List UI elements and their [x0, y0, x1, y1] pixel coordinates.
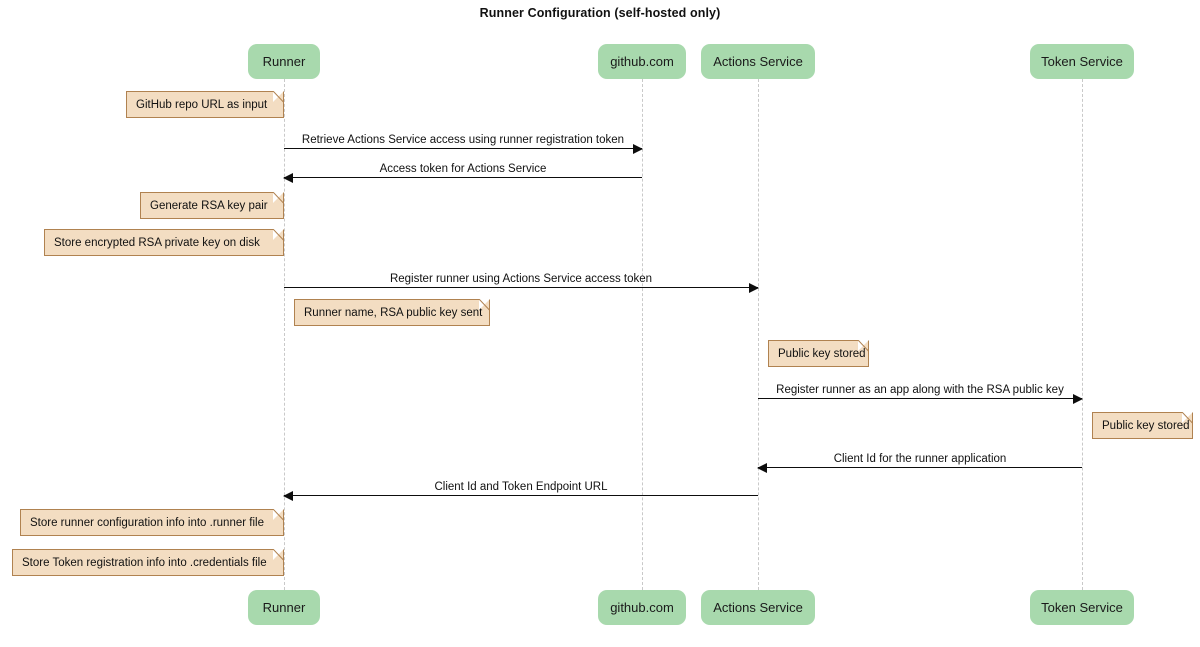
participant-actions-top[interactable]: Actions Service — [701, 44, 815, 79]
participant-label: Runner — [262, 600, 306, 615]
msg-client-id-token-endpoint: Client Id and Token Endpoint URL — [283, 481, 758, 501]
lifeline-runner — [284, 79, 285, 590]
note-text: Generate RSA key pair — [150, 199, 268, 212]
message-label: Register runner using Actions Service ac… — [389, 273, 653, 285]
note-text: Public key stored — [1102, 419, 1190, 432]
message-label: Access token for Actions Service — [379, 163, 547, 175]
arrowhead-left-icon — [283, 172, 293, 183]
note-text: Runner name, RSA public key sent — [304, 306, 483, 319]
note-fold-corner-icon — [273, 549, 284, 560]
message-label: Client Id and Token Endpoint URL — [434, 481, 608, 493]
note-fold-corner-icon — [273, 91, 284, 102]
message-line — [284, 287, 758, 288]
note-fold-corner-icon — [273, 229, 284, 240]
participant-label: Actions Service — [713, 54, 803, 69]
participant-label: github.com — [610, 54, 674, 69]
lifeline-actions — [758, 79, 759, 590]
note-store-runner-config: Store runner configuration info into .ru… — [20, 509, 284, 536]
message-line — [284, 495, 758, 496]
note-fold-corner-icon — [273, 509, 284, 520]
arrowhead-left-icon — [757, 462, 767, 473]
arrowhead-right-icon — [1073, 393, 1083, 404]
participant-runner-bottom[interactable]: Runner — [248, 590, 320, 625]
participant-github-bottom[interactable]: github.com — [598, 590, 686, 625]
note-public-key-stored-2: Public key stored — [1092, 412, 1193, 439]
message-line — [284, 148, 642, 149]
msg-retrieve-actions-access: Retrieve Actions Service access using ru… — [284, 134, 643, 154]
note-text: GitHub repo URL as input — [136, 98, 268, 111]
participant-label: Token Service — [1041, 600, 1123, 615]
participant-label: Runner — [262, 54, 306, 69]
note-text: Public key stored — [778, 347, 866, 360]
note-text: Store Token registration info into .cred… — [22, 556, 267, 569]
participant-label: Actions Service — [713, 600, 803, 615]
note-store-private-key: Store encrypted RSA private key on disk — [44, 229, 284, 256]
note-fold-corner-icon — [273, 192, 284, 203]
lifeline-github — [642, 79, 643, 590]
message-label: Client Id for the runner application — [833, 453, 1007, 465]
note-public-key-stored-1: Public key stored — [768, 340, 869, 367]
participant-token-bottom[interactable]: Token Service — [1030, 590, 1134, 625]
arrowhead-left-icon — [283, 490, 293, 501]
participant-token-top[interactable]: Token Service — [1030, 44, 1134, 79]
msg-register-app-pubkey: Register runner as an app along with the… — [758, 384, 1083, 404]
arrowhead-right-icon — [749, 282, 759, 293]
participant-label: Token Service — [1041, 54, 1123, 69]
note-generate-rsa: Generate RSA key pair — [140, 192, 284, 219]
note-runner-name-pubkey: Runner name, RSA public key sent — [294, 299, 490, 326]
note-fold-corner-icon — [858, 340, 869, 351]
msg-register-runner: Register runner using Actions Service ac… — [284, 273, 759, 293]
msg-access-token: Access token for Actions Service — [283, 163, 642, 183]
participant-runner-top[interactable]: Runner — [248, 44, 320, 79]
message-label: Register runner as an app along with the… — [776, 384, 1064, 396]
note-store-token-reg: Store Token registration info into .cred… — [12, 549, 284, 576]
participant-actions-bottom[interactable]: Actions Service — [701, 590, 815, 625]
msg-client-id-runner-app: Client Id for the runner application — [757, 453, 1082, 473]
message-line — [758, 398, 1082, 399]
participant-label: github.com — [610, 600, 674, 615]
page-title: Runner Configuration (self-hosted only) — [479, 6, 721, 20]
arrowhead-right-icon — [633, 143, 643, 154]
note-github-repo-url: GitHub repo URL as input — [126, 91, 284, 118]
note-text: Store encrypted RSA private key on disk — [54, 236, 260, 249]
lifeline-token — [1082, 79, 1083, 590]
message-label: Retrieve Actions Service access using ru… — [301, 134, 625, 146]
note-fold-corner-icon — [1182, 412, 1193, 423]
message-line — [758, 467, 1082, 468]
note-text: Store runner configuration info into .ru… — [30, 516, 264, 529]
note-fold-corner-icon — [479, 299, 490, 310]
message-line — [284, 177, 642, 178]
participant-github-top[interactable]: github.com — [598, 44, 686, 79]
